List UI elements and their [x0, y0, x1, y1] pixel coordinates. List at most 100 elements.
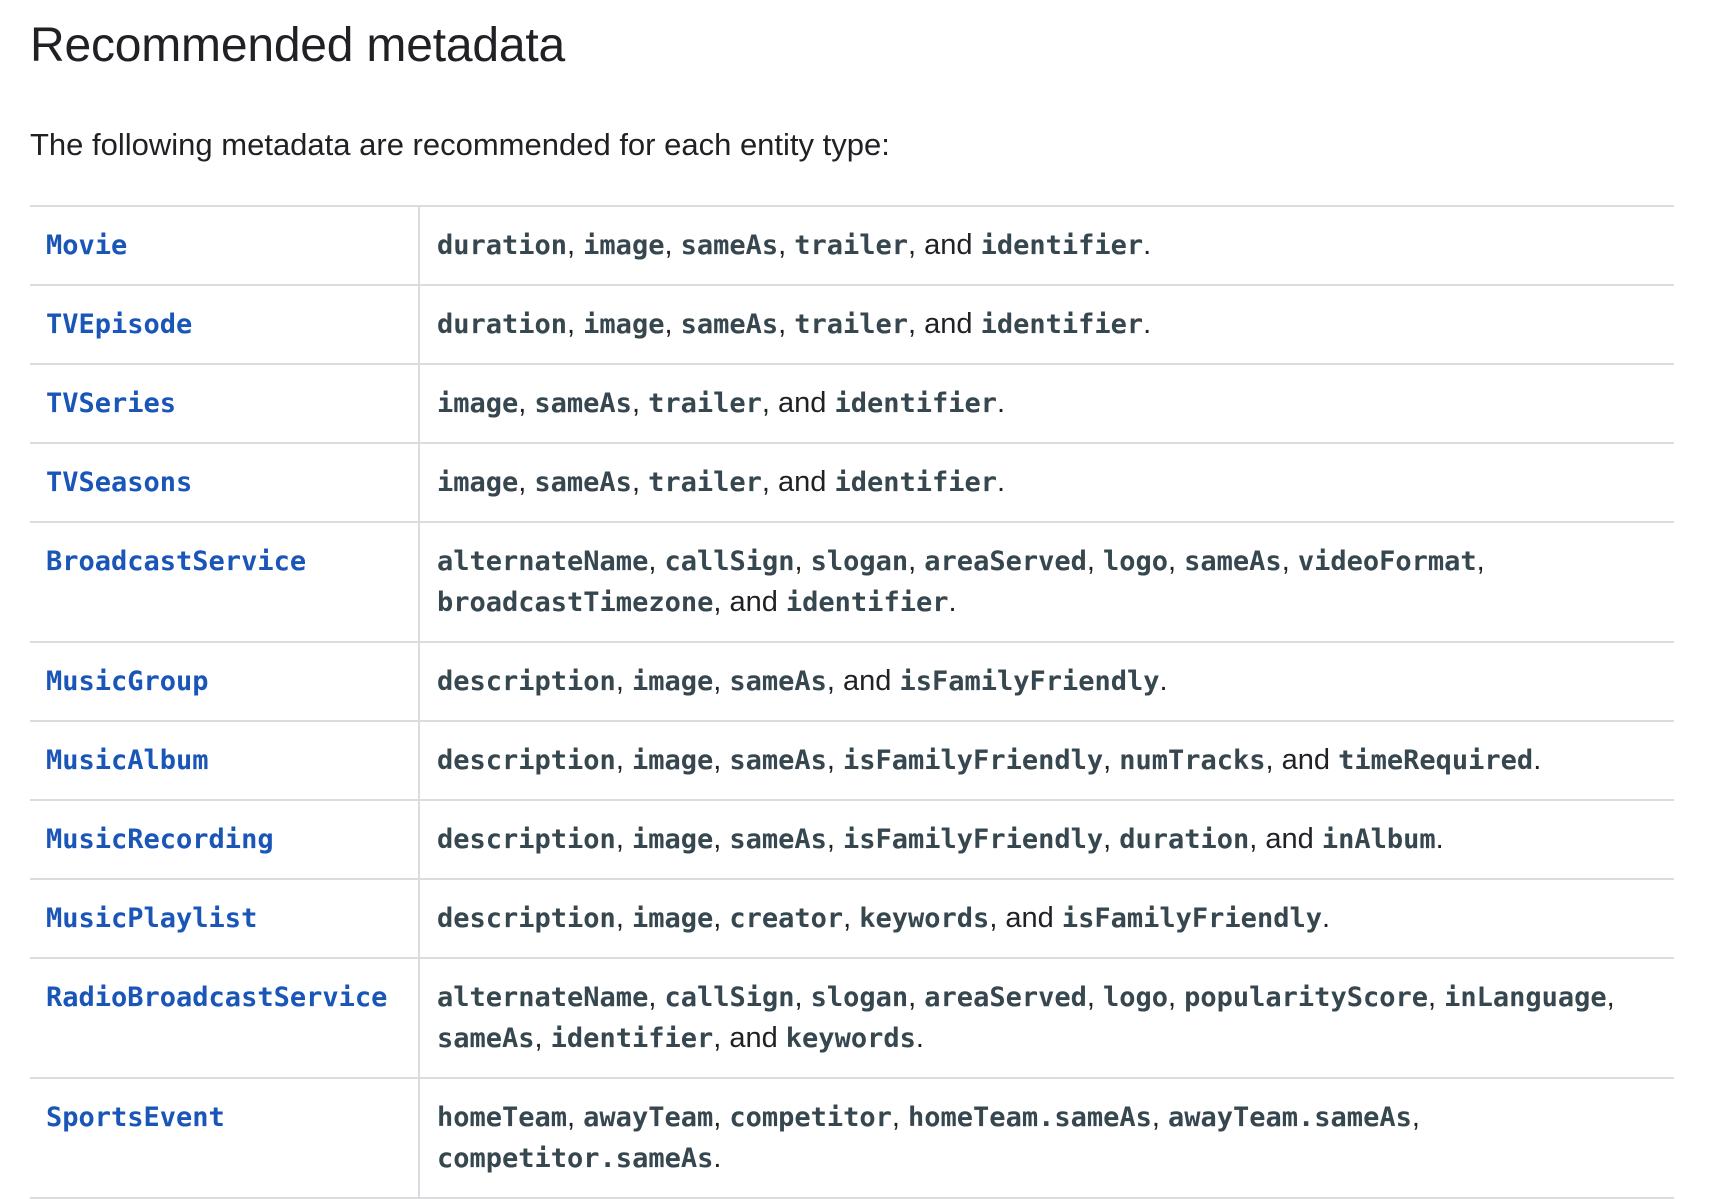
separator-text: ,: [713, 744, 730, 776]
separator-text: , and: [1249, 823, 1322, 855]
entity-type-link[interactable]: TVSeries: [46, 388, 177, 419]
table-row: TVSeries image, sameAs, trailer, and iden…: [30, 364, 1674, 444]
recommended-properties-cell: alternateName, callSign, slogan, areaSer…: [419, 522, 1674, 643]
property-code: trailer: [794, 230, 909, 261]
entity-type-link[interactable]: MusicRecording: [46, 824, 274, 855]
separator-text: .: [1143, 308, 1152, 340]
property-code: logo: [1102, 982, 1169, 1013]
property-code: description: [437, 903, 616, 934]
property-code: sameAs: [680, 309, 779, 340]
entity-type-link[interactable]: Movie: [46, 230, 128, 261]
separator-text: ,: [891, 1101, 909, 1133]
separator-text: .: [997, 387, 1006, 419]
property-code: sameAs: [729, 824, 827, 855]
property-code: image: [583, 309, 665, 340]
intro-paragraph: The following metadata are recommended f…: [30, 127, 890, 162]
entity-type-cell: MusicGroup: [30, 642, 420, 722]
property-code: homeTeam.sameAs: [908, 1102, 1152, 1133]
separator-text: ,: [1168, 981, 1185, 1013]
property-code: identifier: [980, 309, 1144, 340]
property-code: alternateName: [437, 546, 649, 577]
separator-text: ,: [826, 823, 844, 855]
separator-text: .: [1435, 823, 1444, 855]
property-code: description: [437, 745, 616, 776]
entity-type-cell: TVSeasons: [30, 443, 420, 523]
separator-text: ,: [794, 545, 811, 577]
entity-type-link[interactable]: MusicGroup: [46, 666, 209, 697]
separator-text: ,: [1476, 545, 1485, 577]
separator-text: ,: [713, 1101, 730, 1133]
property-code: image: [631, 824, 714, 855]
separator-text: ,: [648, 981, 665, 1013]
property-code: image: [437, 388, 519, 419]
property-code: isFamilyFriendly: [899, 666, 1160, 697]
recommended-properties-cell: homeTeam, awayTeam, competitor, homeTeam…: [419, 1078, 1674, 1198]
separator-text: , and: [713, 1022, 786, 1054]
entity-type-link[interactable]: SportsEvent: [46, 1102, 225, 1133]
entity-type-cell: MusicRecording: [30, 800, 420, 880]
property-code: image: [631, 666, 714, 697]
recommended-properties-cell: image, sameAs, trailer, and identifier.: [419, 364, 1674, 444]
property-code: identifier: [785, 587, 949, 618]
entity-type-cell: RadioBroadcastService: [30, 958, 420, 1079]
entity-type-cell: Movie: [30, 206, 420, 286]
table-row: SportsEvent homeTeam, awayTeam, competito…: [30, 1078, 1674, 1198]
property-code: keywords: [859, 903, 990, 934]
entity-type-cell: TVSeries: [30, 364, 420, 444]
separator-text: ,: [908, 545, 925, 577]
property-code: sameAs: [1184, 546, 1282, 577]
separator-text: ,: [615, 744, 632, 776]
separator-text: ,: [631, 387, 649, 419]
property-code: sameAs: [729, 666, 827, 697]
property-code: competitor: [729, 1102, 892, 1133]
entity-type-link[interactable]: MusicAlbum: [46, 745, 209, 776]
entity-type-cell: MusicPlaylist: [30, 879, 420, 959]
property-code: isFamilyFriendly: [1061, 903, 1322, 934]
separator-text: ,: [778, 308, 795, 340]
property-code: logo: [1102, 546, 1169, 577]
separator-text: .: [1143, 229, 1152, 261]
recommended-properties-cell: duration, image, sameAs, trailer, and id…: [419, 285, 1674, 365]
separator-text: ,: [567, 1101, 584, 1133]
separator-text: ,: [518, 387, 535, 419]
property-code: awayTeam: [583, 1102, 714, 1133]
property-code: duration: [1119, 824, 1250, 855]
separator-text: ,: [567, 229, 584, 261]
separator-text: ,: [1281, 545, 1298, 577]
property-code: duration: [437, 230, 568, 261]
separator-text: , and: [1265, 744, 1339, 776]
property-code: identifier: [550, 1023, 714, 1054]
entity-type-link[interactable]: TVEpisode: [46, 309, 193, 340]
entity-type-link[interactable]: TVSeasons: [46, 467, 193, 498]
separator-text: , and: [761, 466, 835, 498]
entity-type-link[interactable]: RadioBroadcastService: [46, 982, 388, 1013]
separator-text: , and: [826, 665, 900, 697]
separator-text: ,: [713, 665, 730, 697]
separator-text: ,: [1151, 1101, 1168, 1133]
entity-type-cell: TVEpisode: [30, 285, 420, 365]
property-code: numTracks: [1119, 745, 1266, 776]
entity-type-link[interactable]: MusicPlaylist: [46, 903, 258, 934]
separator-text: .: [915, 1022, 924, 1054]
property-code: trailer: [648, 388, 762, 419]
separator-text: ,: [664, 308, 681, 340]
page-title: Recommended metadata: [30, 19, 565, 72]
separator-text: ,: [1606, 981, 1615, 1013]
separator-text: ,: [631, 466, 649, 498]
separator-text: ,: [908, 981, 925, 1013]
separator-text: ,: [1411, 1101, 1420, 1133]
property-code: areaServed: [924, 982, 1087, 1013]
property-code: areaServed: [924, 546, 1087, 577]
separator-text: , and: [908, 308, 981, 340]
table-row: TVEpisode duration, image, sameAs, traile…: [30, 285, 1674, 365]
separator-text: ,: [664, 229, 681, 261]
property-code: homeTeam: [437, 1102, 568, 1133]
entity-type-link[interactable]: BroadcastService: [46, 546, 307, 577]
